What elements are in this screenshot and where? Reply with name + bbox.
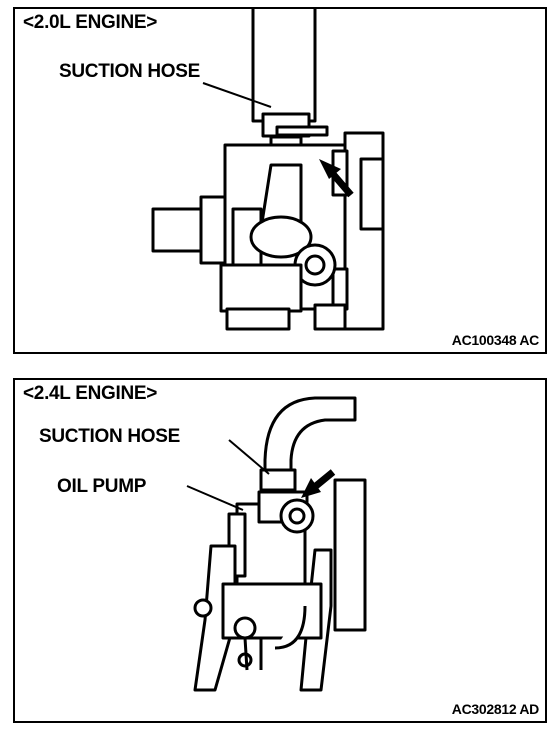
oil-pump-label: OIL PUMP [57,476,147,497]
suction-hose-shape [263,396,357,482]
figure-2-4l-engine: <2.4L ENGINE> SUCTION HOSE OIL PUMP AC30… [13,378,547,723]
figure-2-0l-engine: <2.0L ENGINE> SUCTION HOSE AC100348 AC [13,7,547,354]
figure-code: AC100348 AC [451,332,540,348]
figure-title: <2.0L ENGINE> [23,12,158,33]
suction-hose-label: SUCTION HOSE [59,61,201,82]
arrow-icon [319,159,354,198]
figure-code: AC302812 AD [451,701,540,717]
pump-illustration-2-0l [151,9,385,331]
arrow-icon [301,469,336,498]
figure-title: <2.4L ENGINE> [23,383,158,404]
pump-illustration-2-4l [186,396,367,692]
hose-clamp-shape [259,468,297,492]
suction-hose-label: SUCTION HOSE [39,426,181,447]
